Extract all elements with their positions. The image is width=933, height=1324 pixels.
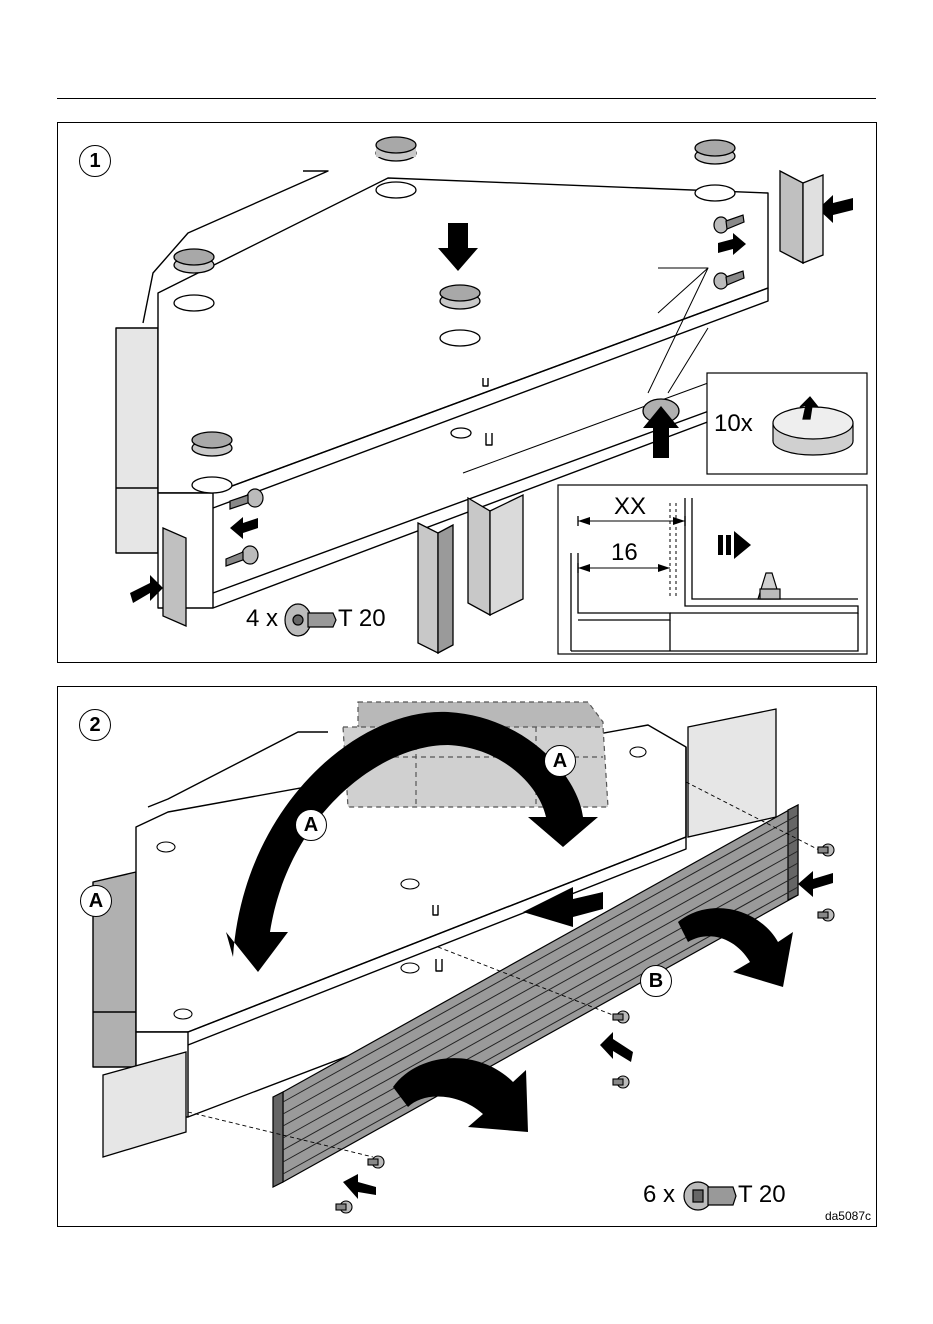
loose-bracket-1 — [418, 523, 438, 653]
foot-1 — [376, 137, 416, 198]
callout-a-1: A — [295, 809, 327, 841]
screw-3 — [613, 1011, 629, 1023]
header-rule — [57, 98, 876, 99]
notch-2 — [486, 433, 492, 445]
step-1-illustration — [58, 123, 877, 663]
foot-2 — [695, 140, 735, 201]
bracket-right — [780, 171, 803, 263]
push-arrow-icon-1 — [798, 871, 833, 897]
screw-type-label: T 20 — [738, 1183, 786, 1207]
screw-type-label: T 20 — [338, 607, 386, 631]
screw-2 — [818, 909, 834, 921]
push-arrow-icon-2 — [600, 1032, 633, 1062]
step-2-illustration — [58, 687, 877, 1227]
screw-6 — [336, 1201, 352, 1213]
front-panel-left — [103, 1052, 186, 1157]
screw-5 — [368, 1156, 384, 1168]
callout-a-3: A — [80, 885, 112, 917]
step-2-number: 2 — [79, 709, 111, 741]
drawing-code: da5087c — [825, 1209, 871, 1223]
dimension-inner-label: 16 — [611, 541, 638, 565]
screw-1 — [818, 844, 834, 856]
screw-count-label: 6 x — [643, 1183, 675, 1207]
dimension-detail-box — [558, 485, 867, 654]
push-arrow-icon-3 — [343, 1174, 376, 1199]
hole-small — [451, 428, 471, 438]
screw-count-label: 4 x — [246, 607, 278, 631]
screw-legend-icon — [285, 604, 336, 636]
screw-3 — [230, 489, 263, 509]
loose-bracket-2-side — [490, 495, 523, 615]
screw-4 — [613, 1076, 629, 1088]
callout-b: B — [640, 965, 672, 997]
screw-legend-icon — [684, 1182, 736, 1210]
front-panel-right — [688, 709, 776, 837]
dimension-outer-label: XX — [614, 495, 646, 519]
arrow-left-icon-2 — [230, 517, 258, 539]
tilt-arrow-b2-icon — [393, 1058, 528, 1132]
step-2-panel: 2 A A A B 6 x T 20 da5087c — [57, 686, 877, 1227]
screw-4 — [226, 546, 258, 566]
bracket-right-side — [803, 175, 823, 263]
bracket-left — [163, 528, 186, 626]
loose-bracket-2 — [468, 498, 490, 615]
housing-side — [116, 328, 158, 553]
step-1-panel: 1 4 x T 20 10x XX 16 — [57, 122, 877, 663]
foot-count-label: 10x — [714, 412, 753, 436]
loose-bracket-1-side — [438, 525, 453, 653]
step-1-number: 1 — [79, 145, 111, 177]
callout-a-2: A — [544, 745, 576, 777]
